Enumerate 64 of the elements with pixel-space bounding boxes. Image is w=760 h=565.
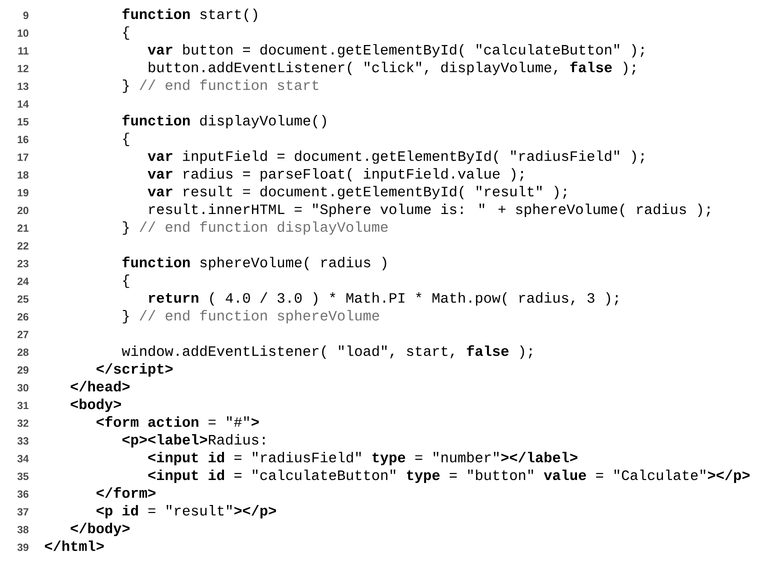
line-number: 14 (18, 100, 29, 108)
code-text: } (122, 221, 129, 235)
line-number: 31 (17, 402, 29, 410)
line-number: 39 (17, 544, 28, 552)
line-number: 37 (17, 508, 28, 516)
line-number: 11 (18, 47, 29, 54)
line-number: 19 (18, 188, 28, 196)
code-text: <form action = "#"> (96, 416, 259, 427)
code-text: } (122, 310, 129, 324)
line-number: 33 (17, 437, 28, 445)
code-text: var result = document.getElementById( "result" ); (148, 186, 566, 200)
line-number: 32 (17, 419, 28, 427)
code-text: var inputField = document.getElementById( "radiusField" ); (148, 150, 644, 164)
code-text: window.addEventListener( "load", start, false ); (122, 345, 532, 359)
code-text: </head> (70, 380, 130, 392)
code-text: </form> (96, 487, 156, 498)
code-text: function start() (122, 8, 258, 22)
code-text: </script> (96, 363, 173, 377)
code-comment: // end function displayVolume (140, 221, 388, 235)
code-text: <p><label>Radius: (122, 434, 265, 448)
code-text: <body> (70, 398, 121, 412)
code-text: return ( 4.0 / 3.0 ) * (148, 292, 336, 306)
code-comment: // end function start (140, 80, 318, 90)
code-text: Math.PI * (346, 292, 422, 303)
line-number: 12 (18, 64, 28, 72)
line-number: 20 (18, 206, 28, 214)
line-number: 36 (17, 490, 28, 498)
code-text: <p id = "result"></p> (96, 505, 276, 518)
code-text: } (122, 80, 129, 93)
code-text: { (123, 132, 130, 146)
line-number: 26 (18, 313, 28, 321)
line-number: 16 (18, 136, 28, 144)
line-number: 35 (17, 472, 29, 480)
line-number: 22 (18, 242, 28, 250)
code-text: result.innerHTML = "Sphere volume is: " + sphereVolume( radius ); (149, 204, 710, 217)
code-comment: // end function sphereVolume (140, 310, 380, 324)
code-text: button.addEventListener( "click", displayVolume, false ); (148, 62, 636, 76)
line-number: 9 (23, 12, 28, 20)
code-text: </html> (44, 540, 104, 552)
code-text: var button = document.getElementById( "calculateButton" ); (148, 44, 644, 58)
code-text: { (123, 274, 130, 288)
code-text: { (123, 26, 130, 40)
line-number: 34 (17, 454, 29, 462)
code-text: function displayVolume() (122, 114, 326, 128)
line-number: 15 (18, 118, 29, 126)
line-number: 27 (18, 330, 28, 338)
line-number: 29 (18, 366, 28, 374)
line-number: 13 (18, 82, 28, 90)
line-number: 17 (18, 154, 28, 161)
line-number: 23 (18, 260, 28, 268)
line-number: 25 (18, 295, 29, 303)
line-number: 10 (18, 29, 28, 37)
line-number: 18 (18, 171, 28, 179)
line-number: 38 (17, 526, 28, 534)
line-number: 21 (18, 224, 29, 232)
code-text: var radius = parseFloat( inputField.value ); (148, 168, 524, 182)
line-number: 24 (18, 278, 29, 285)
code-text: <input id = "calculateButton" type = "button" value = "Calculate"></p> (148, 470, 750, 483)
code-text: function sphereVolume( radius ) (122, 256, 386, 270)
code-text: </body> (70, 522, 130, 536)
code-text: Math.pow( radius, 3 ); (432, 292, 618, 306)
code-text: <input id = "radiusField" type = "number"></label> (148, 452, 578, 466)
line-number: 30 (17, 384, 28, 392)
line-number: 28 (18, 348, 28, 356)
